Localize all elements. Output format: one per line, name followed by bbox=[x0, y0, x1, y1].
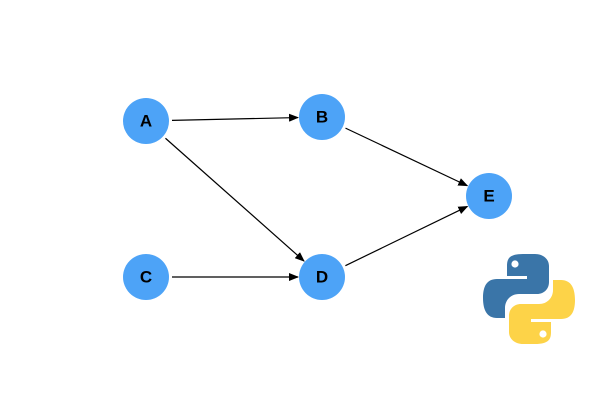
node-c: C bbox=[123, 254, 169, 300]
edge-d-e bbox=[345, 205, 469, 267]
node-d: D bbox=[299, 254, 345, 300]
node-label: B bbox=[316, 107, 328, 126]
edge-b-e bbox=[345, 127, 469, 187]
node-e: E bbox=[466, 173, 512, 219]
edge-a-b bbox=[171, 113, 300, 122]
node-circle bbox=[299, 94, 345, 140]
node-a: A bbox=[123, 98, 169, 144]
edges bbox=[165, 113, 469, 281]
node-label: C bbox=[140, 267, 152, 286]
node-b: B bbox=[299, 94, 345, 140]
nodes: A B C D E bbox=[123, 94, 512, 300]
node-label: E bbox=[483, 186, 494, 205]
node-circle bbox=[299, 254, 345, 300]
node-circle bbox=[123, 254, 169, 300]
python-logo-blue-half bbox=[483, 254, 549, 318]
python-logo-blue-eye bbox=[511, 260, 519, 268]
edge-a-d bbox=[165, 137, 305, 262]
python-logo-yellow-eye bbox=[539, 330, 547, 338]
node-label: D bbox=[316, 267, 328, 286]
python-logo-icon bbox=[483, 254, 575, 344]
node-circle bbox=[123, 98, 169, 144]
node-circle bbox=[466, 173, 512, 219]
python-logo-yellow-half bbox=[509, 280, 575, 344]
node-label: A bbox=[140, 111, 152, 130]
